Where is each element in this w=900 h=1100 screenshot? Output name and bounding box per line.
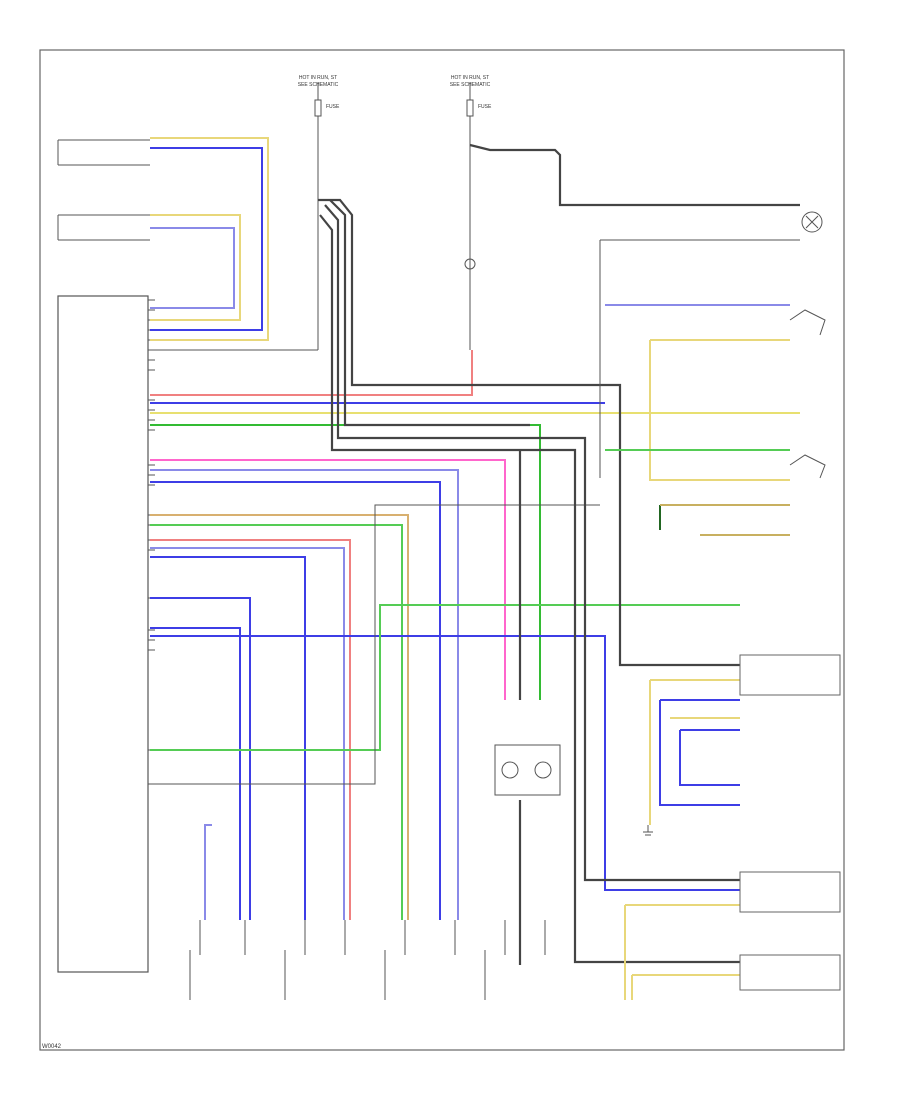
- wire-blue-7: [150, 635, 740, 891]
- connector-pins: [148, 299, 155, 785]
- connector-block-1: [739, 654, 841, 696]
- indicator-lamp-icon-2: [534, 761, 552, 779]
- wire-blue-3: [150, 481, 441, 920]
- control-module-body: [57, 295, 149, 973]
- wire-blue-8: [659, 699, 740, 806]
- svg-text:SEE SCHEMATIC: SEE SCHEMATIC: [298, 82, 339, 88]
- svg-text:HOT IN RUN, ST: HOT IN RUN, ST: [299, 75, 337, 81]
- svg-text:HOT IN RUN, ST: HOT IN RUN, ST: [451, 75, 489, 81]
- fuse-right-label: FUSE: [478, 104, 492, 110]
- wire-tan-1: [150, 514, 409, 920]
- wire-purple-1: [150, 227, 235, 309]
- right-power-feed: HOT IN RUN, ST SEE SCHEMATIC FUSE: [450, 75, 492, 350]
- svg-text:SEE SCHEMATIC: SEE SCHEMATIC: [450, 82, 491, 88]
- footer-label: W0042: [42, 1044, 62, 1050]
- wire-purple-3: [150, 547, 345, 920]
- connector-block-3: [739, 954, 841, 991]
- indicator-lamp-icon-1: [501, 761, 519, 779]
- wire-yellow-9: [631, 974, 740, 1000]
- wire-gray-1: [150, 504, 600, 785]
- ground-icon: [643, 825, 653, 836]
- bottom-group-dividers: [189, 950, 486, 1000]
- fuse-left-icon: [314, 99, 322, 117]
- wire-blue-4: [150, 556, 306, 920]
- fuse-left-label: FUSE: [326, 104, 340, 110]
- wire-black-3: [324, 204, 740, 882]
- seat-belt-switch-icon-2: [789, 454, 826, 479]
- wire-yellow-8: [624, 904, 740, 1000]
- wire-black-2: [329, 199, 530, 427]
- indicator-module-box: [494, 744, 561, 796]
- wire-blue-5: [150, 597, 251, 920]
- wire-green-3: [150, 604, 740, 751]
- seat-belt-switch-icon: [789, 309, 826, 336]
- wire-yellow-1: [150, 137, 269, 341]
- wire-black-6: [469, 143, 800, 207]
- wire-blue-6: [150, 627, 241, 920]
- wire-red-1: [150, 350, 473, 396]
- diagram-frame: [39, 49, 845, 1051]
- wire-green-1: [150, 424, 541, 700]
- wire-black-1: [318, 198, 740, 667]
- wire-yellow-5: [649, 340, 790, 481]
- left-middle-connector-bracket: [57, 214, 150, 241]
- wire-blue-9: [679, 729, 740, 786]
- wire-green-2: [150, 524, 403, 920]
- left-power-feed: HOT IN RUN, ST SEE SCHEMATIC FUSE: [298, 75, 340, 350]
- indicator-lamp: [801, 211, 823, 233]
- wire-yellow-6: [649, 679, 740, 825]
- wire-blue-1: [150, 147, 263, 331]
- wire-pink-1: [150, 459, 506, 700]
- wire-black-4: [319, 214, 740, 964]
- diode-icon: [464, 258, 476, 270]
- wire-red-2: [150, 539, 351, 920]
- fuse-right-icon: [466, 99, 474, 117]
- bottom-connectors: [199, 920, 546, 955]
- wire-yellow-2: [150, 214, 241, 321]
- left-top-connector-bracket: [57, 139, 150, 166]
- wire-purple-2: [150, 469, 459, 920]
- connector-block-2: [739, 871, 841, 913]
- wire-purple-4: [204, 824, 212, 920]
